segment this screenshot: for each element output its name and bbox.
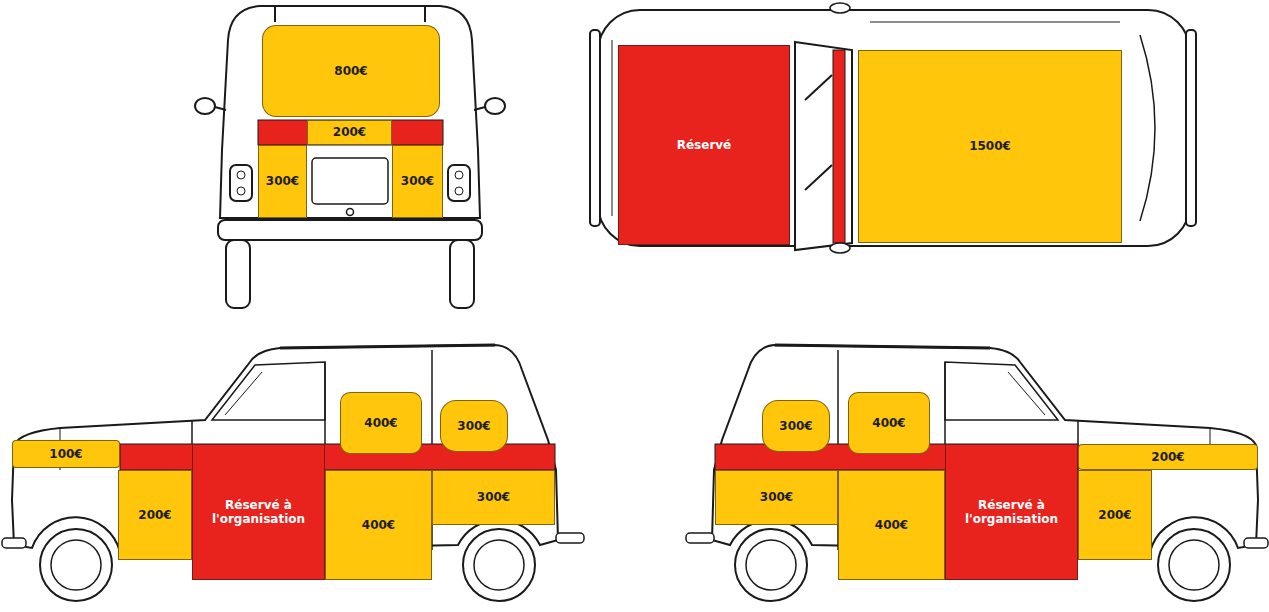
ad-zone: 1500€ <box>858 50 1122 243</box>
reserved-zone: Réservé à l'organisation <box>945 444 1078 580</box>
price-label: 300€ <box>760 490 793 504</box>
ad-zone: 300€ <box>432 470 555 525</box>
price-label: 1500€ <box>969 139 1011 153</box>
price-label: 300€ <box>779 419 812 433</box>
ad-zone: 200€ <box>307 120 392 145</box>
price-label: 400€ <box>362 518 395 532</box>
price-label: 200€ <box>138 508 171 522</box>
price-label: 400€ <box>364 416 397 430</box>
reserved-zone: Réservé à l'organisation <box>192 444 325 580</box>
ad-zone: 400€ <box>325 470 432 580</box>
ad-zone: 300€ <box>762 400 830 452</box>
ad-zone: 300€ <box>440 400 508 452</box>
price-label: 800€ <box>334 64 367 78</box>
price-label: 200€ <box>1098 508 1131 522</box>
ad-zone: 100€ <box>12 440 120 468</box>
price-label: 400€ <box>872 416 905 430</box>
ad-zone: 400€ <box>340 392 422 454</box>
price-label: 400€ <box>875 518 908 532</box>
ad-zone: 200€ <box>1078 444 1258 470</box>
ad-zone: 200€ <box>118 470 192 560</box>
price-label: 200€ <box>333 125 366 139</box>
zone-label: Réservé à l'organisation <box>950 498 1073 527</box>
ad-zone: 400€ <box>838 470 945 580</box>
ad-zone: 400€ <box>848 392 930 454</box>
reserved-zone: Réservé <box>618 45 790 245</box>
ad-zone: 200€ <box>1078 470 1152 560</box>
zone-label: Réservé <box>677 138 732 152</box>
price-label: 300€ <box>477 490 510 504</box>
price-label: 100€ <box>49 447 82 461</box>
price-label: 300€ <box>401 174 434 188</box>
price-label: 200€ <box>1151 450 1184 464</box>
ad-zone: 800€ <box>262 25 440 117</box>
zone-label: Réservé à l'organisation <box>197 498 320 527</box>
ad-zone: 300€ <box>392 145 443 218</box>
ad-zone: 300€ <box>258 145 307 218</box>
ad-zone: 300€ <box>715 470 838 525</box>
price-label: 300€ <box>457 419 490 433</box>
price-label: 300€ <box>266 174 299 188</box>
